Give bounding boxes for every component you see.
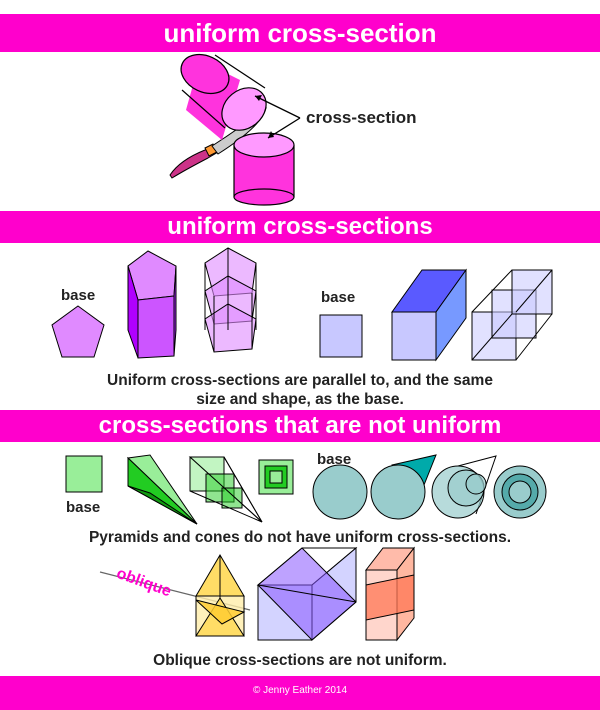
pentagon-base — [51, 305, 105, 358]
title-not-uniform: cross-sections that are not uniform — [0, 410, 600, 442]
base-label-pyramid: base — [66, 499, 101, 516]
cuboid-sections — [471, 269, 553, 361]
base-label-pentagon: base — [61, 287, 96, 304]
cut-cylinder-illustration — [169, 53, 301, 206]
square-pyramid — [126, 454, 198, 525]
pentagonal-prism — [127, 250, 177, 359]
oblique-salmon-prism — [364, 546, 416, 642]
base-label-cone: base — [317, 451, 352, 468]
uniform-caption-line1: Uniform cross-sections are parallel to, … — [107, 372, 493, 389]
base-label-square: base — [321, 289, 356, 306]
cuboid — [391, 268, 467, 362]
pyramids-cones-caption: Pyramids and cones do not have uniform c… — [88, 529, 512, 546]
pentagonal-prism-sections — [204, 247, 257, 353]
nested-circle-sections — [493, 465, 547, 519]
title-uniform-cross-sections: uniform cross-sections — [0, 211, 600, 243]
footer-copyright: © Jenny Eather 2014 — [0, 676, 600, 710]
oblique-caption: Oblique cross-sections are not uniform. — [153, 652, 447, 669]
cone — [370, 454, 437, 520]
oblique-cuboid — [256, 546, 358, 642]
oblique-triangle-prism — [195, 554, 246, 637]
title-uniform-cross-section: uniform cross-section — [0, 14, 600, 52]
uniform-caption-line2: size and shape, as the base. — [196, 391, 404, 408]
square-base — [319, 314, 363, 358]
circle-base — [312, 464, 368, 520]
nested-square-sections — [258, 459, 294, 495]
cone-sections — [431, 455, 497, 519]
square-pyramid-sections — [188, 456, 263, 523]
cross-section-label: cross-section — [306, 108, 417, 127]
pyramid-square-base — [65, 455, 103, 493]
